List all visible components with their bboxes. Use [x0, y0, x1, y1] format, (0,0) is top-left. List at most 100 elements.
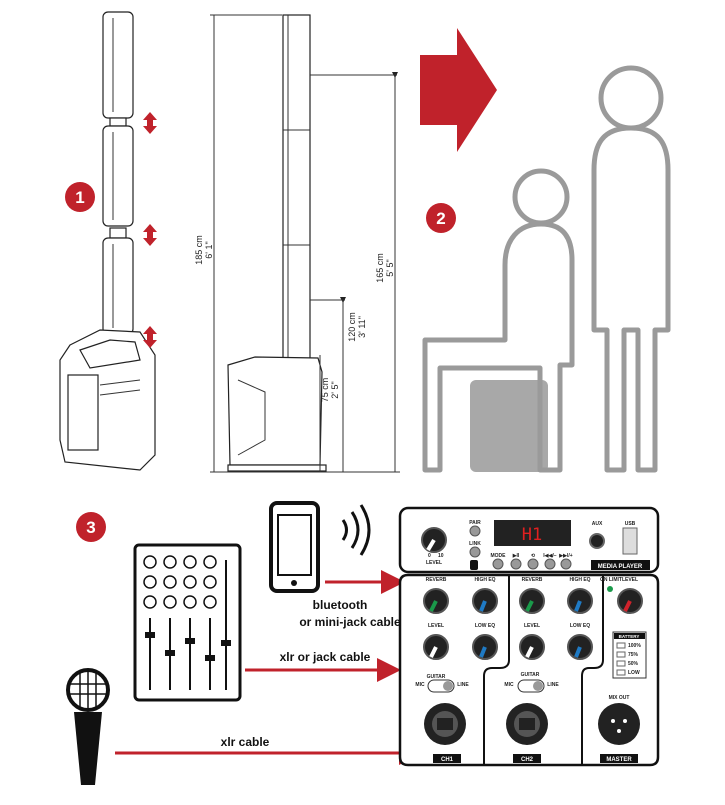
ch2-reverb-knob[interactable]	[519, 588, 545, 614]
ch1-level-knob[interactable]	[423, 634, 449, 660]
svg-text:MEDIA PLAYER: MEDIA PLAYER	[598, 564, 643, 570]
svg-text:3' 11": 3' 11"	[357, 316, 367, 338]
svg-text:bluetooth: bluetooth	[313, 598, 368, 612]
ch2-combo-jack[interactable]	[506, 703, 548, 745]
double-arrow-icon	[143, 224, 157, 246]
svg-text:LEVEL: LEVEL	[428, 623, 444, 629]
svg-text:▶II: ▶II	[512, 553, 520, 559]
assembled-speaker	[227, 14, 327, 472]
ch1-combo-jack[interactable]	[424, 703, 466, 745]
svg-text:LEVEL: LEVEL	[524, 623, 540, 629]
aux-jack[interactable]	[589, 533, 605, 549]
svg-text:LEVEL: LEVEL	[426, 560, 442, 566]
svg-text:H1: H1	[522, 525, 542, 545]
svg-text:ON LIMIT: ON LIMIT	[600, 577, 622, 583]
mix-out-xlr-jack[interactable]	[598, 703, 640, 745]
svg-text:5' 5": 5' 5"	[385, 259, 395, 276]
step-badge-2: 2	[426, 203, 456, 233]
mixer-cable-label: xlr or jack cable	[280, 650, 371, 664]
svg-text:75 cm: 75 cm	[320, 378, 330, 403]
svg-text:USB: USB	[625, 521, 636, 527]
svg-text:MODE: MODE	[491, 553, 507, 559]
ch1-reverb-knob[interactable]	[423, 588, 449, 614]
svg-text:LINK: LINK	[469, 541, 481, 547]
chair	[470, 380, 548, 472]
step-badge-1: 1	[65, 182, 95, 212]
svg-text:LOW EQ: LOW EQ	[475, 623, 495, 629]
ch2-level-knob[interactable]	[519, 634, 545, 660]
mixer-icon	[133, 543, 242, 702]
svg-text:AUX: AUX	[592, 521, 603, 527]
svg-text:or mini-jack cable: or mini-jack cable	[299, 615, 401, 629]
big-arrow-icon	[420, 28, 497, 152]
next-button[interactable]	[560, 558, 572, 570]
svg-text:MIX OUT: MIX OUT	[609, 695, 630, 701]
bluetooth-icon	[470, 560, 478, 570]
svg-text:185 cm: 185 cm	[194, 235, 204, 265]
svg-text:3: 3	[86, 518, 95, 537]
svg-text:LINE: LINE	[457, 682, 469, 688]
dimension-lines: 185 cm 6' 1" 165 cm 5' 5" 120 cm 3' 11" …	[194, 14, 400, 473]
ch1-high-eq-knob[interactable]	[472, 588, 498, 614]
svg-text:LEVEL: LEVEL	[622, 577, 638, 583]
mode-button[interactable]	[492, 558, 504, 570]
dimension-75: 75 cm 2' 5"	[320, 378, 340, 403]
double-arrow-icon	[143, 326, 157, 348]
double-arrow-icon	[143, 112, 157, 134]
svg-text:GUITAR: GUITAR	[521, 672, 540, 678]
svg-text:REVERB: REVERB	[522, 577, 543, 583]
svg-text:HIGH EQ: HIGH EQ	[569, 577, 590, 583]
pair-button[interactable]	[469, 525, 481, 537]
play-pause-button[interactable]	[510, 558, 522, 570]
svg-text:LOW: LOW	[628, 670, 640, 676]
dimension-120: 120 cm 3' 11"	[347, 312, 367, 342]
svg-text:REVERB: REVERB	[426, 577, 447, 583]
master-level-knob[interactable]	[617, 588, 643, 614]
link-button[interactable]	[469, 546, 481, 558]
svg-text:165 cm: 165 cm	[375, 253, 385, 283]
svg-text:CH1: CH1	[441, 757, 454, 763]
svg-text:GUITAR: GUITAR	[427, 674, 446, 680]
assembly-arrows	[143, 112, 157, 348]
step-badge-3: 3	[76, 512, 106, 542]
bluetooth-label: bluetooth or mini-jack cable	[299, 598, 401, 629]
dimension-185: 185 cm 6' 1"	[194, 235, 214, 265]
ch2-low-eq-knob[interactable]	[567, 634, 593, 660]
mic-cable-label: xlr cable	[221, 735, 270, 749]
svg-text:⟲: ⟲	[531, 553, 536, 559]
smartphone-icon	[269, 501, 320, 593]
svg-text:1: 1	[75, 188, 84, 207]
svg-text:PAIR: PAIR	[469, 520, 481, 526]
svg-text:0: 0	[428, 553, 431, 559]
svg-text:50%: 50%	[628, 661, 639, 667]
svg-text:100%: 100%	[628, 643, 641, 649]
microphone-icon	[66, 668, 110, 785]
media-level-knob[interactable]	[421, 527, 447, 553]
usb-port[interactable]	[622, 527, 638, 555]
exploded-speaker	[59, 11, 156, 471]
previous-button[interactable]	[544, 558, 556, 570]
standing-person-icon	[591, 65, 671, 473]
svg-text:BATTERY: BATTERY	[619, 634, 640, 639]
ch1-low-eq-knob[interactable]	[472, 634, 498, 660]
dimension-165: 165 cm 5' 5"	[375, 253, 395, 283]
svg-text:6' 1": 6' 1"	[204, 241, 214, 258]
svg-text:LINE: LINE	[547, 682, 559, 688]
svg-text:MASTER: MASTER	[606, 757, 632, 763]
svg-text:2' 5": 2' 5"	[330, 381, 340, 398]
svg-text:120 cm: 120 cm	[347, 312, 357, 342]
svg-text:CH2: CH2	[521, 757, 534, 763]
svg-text:I◀◀/−: I◀◀/−	[543, 553, 556, 559]
svg-text:LOW EQ: LOW EQ	[570, 623, 590, 629]
svg-text:HIGH EQ: HIGH EQ	[474, 577, 495, 583]
svg-text:2: 2	[436, 209, 445, 228]
ch2-high-eq-knob[interactable]	[567, 588, 593, 614]
svg-text:75%: 75%	[628, 652, 639, 658]
wireless-signal-icon	[341, 504, 371, 556]
limit-led	[607, 586, 613, 592]
led-display	[494, 520, 571, 546]
svg-text:10: 10	[438, 553, 444, 559]
repeat-button[interactable]	[527, 558, 539, 570]
